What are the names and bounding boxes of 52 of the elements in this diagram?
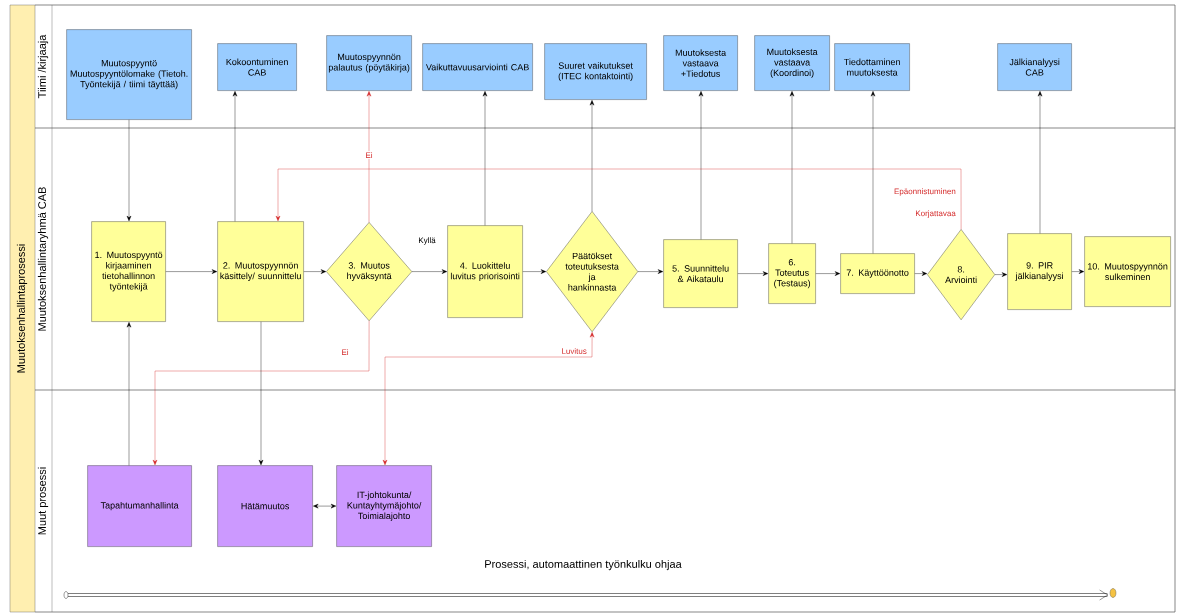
arrow: [275, 168, 962, 230]
edge-label: Ei: [364, 151, 374, 159]
arrow: [165, 269, 218, 274]
process-box: 5. Suunnittelu & Aikataulu: [663, 239, 738, 308]
arrow: [1037, 91, 1043, 234]
process-box: Jälkianalyysi CAB: [997, 43, 1072, 91]
arrow: [232, 91, 238, 222]
process-box: Muutoksesta vastaava (Koordinoi): [754, 35, 830, 91]
process-box: 7. Käyttöönotto: [840, 253, 915, 294]
process-box: Muutospyynnön palautus (pöytäkirja): [326, 35, 412, 91]
arrow: [382, 332, 595, 466]
process-box: Kokoontuminen CAB: [217, 43, 297, 91]
process-box: Tiedottaminen muutoksesta: [834, 43, 910, 91]
process-box: 2. Muutospyynnön käsittely/ suunnittelu: [217, 221, 304, 322]
arrow: [637, 269, 664, 274]
process-box: Hätämuutos: [217, 465, 313, 547]
process-box: Suuret vaikutukset (ITEC kontaktointi): [544, 43, 647, 100]
arrow: [789, 91, 795, 244]
process-box: 10. Muutospyynnön sulkeminen: [1084, 236, 1171, 307]
edge-label: Epäonnistuminen: [893, 187, 957, 197]
edge-label: Kyllä: [417, 236, 437, 246]
arrow: [914, 271, 928, 276]
process-box: 4. Luokittelu luvitus priorisointi: [447, 225, 523, 318]
process-box: 1. Muutospyyntö kirjaaminen tietohallinnon työntekijä: [91, 221, 166, 322]
process-box: 6. Toteutus (Testaus): [768, 243, 816, 304]
process-box: IT-johtokunta/ Kuntayhtymäjohto/ Toimialajohto: [336, 465, 432, 547]
arrow: [366, 91, 372, 223]
arrow: [258, 321, 264, 466]
arrow: [815, 271, 841, 276]
annotation: Korjattavaa: [914, 209, 957, 219]
arrow: [698, 91, 704, 240]
process-box: Muutospyyntö Muutospyyntölomake (Tietoh. Työntekijä / tiimi täyttää): [66, 29, 192, 120]
arrow: [411, 269, 448, 274]
arrow: [589, 100, 595, 212]
arrow: [522, 269, 547, 274]
edge-label: Luvitus: [560, 347, 588, 355]
arrow: [152, 320, 370, 466]
caption: Prosessi, automaattinen työnkulku ohjaa: [485, 559, 682, 571]
arrow: [313, 503, 337, 509]
arrow: [126, 322, 132, 466]
edge-label: Ei: [340, 348, 350, 356]
arrow: [994, 272, 1008, 277]
arrow: [482, 91, 488, 226]
arrow: [1071, 269, 1085, 274]
arrow: [737, 271, 769, 276]
process-box: 9. PIR jälkianalyysi: [1007, 233, 1072, 310]
arrow: [126, 119, 132, 222]
arrow: [303, 269, 327, 274]
process-box: Tapahtumanhallinta: [87, 465, 192, 547]
process-box: Vaikuttavuusarviointi CAB: [422, 43, 533, 91]
process-box: Muutoksesta vastaava +Tiedotus: [663, 35, 738, 91]
arrow: [870, 91, 876, 254]
